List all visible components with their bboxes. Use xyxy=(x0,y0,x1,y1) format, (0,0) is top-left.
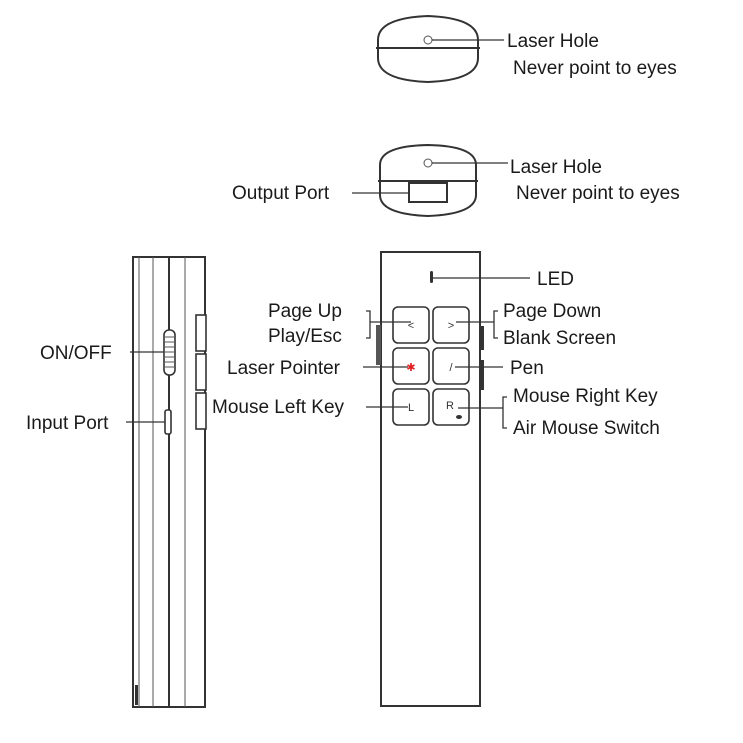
air-mouse-icon xyxy=(456,415,462,419)
bottom-laser-hole-label: Laser Hole xyxy=(510,157,602,178)
page-down-key[interactable] xyxy=(432,306,470,344)
pen-glyph: / xyxy=(449,362,453,374)
laser-glyph: ✱ xyxy=(406,362,415,374)
top-laser-hole-label: Laser Hole xyxy=(507,31,599,52)
page-up-label: Page Up xyxy=(268,301,342,322)
laser-pointer-label: Laser Pointer xyxy=(227,358,341,379)
bottom-end-view: Laser Hole Never point to eyes Output Po… xyxy=(232,143,680,218)
bottom-warning-label: Never point to eyes xyxy=(516,183,680,204)
input-port-icon xyxy=(164,409,172,435)
play-esc-label: Play/Esc xyxy=(268,326,342,347)
top-warning-label: Never point to eyes xyxy=(513,58,677,79)
led-icon xyxy=(430,271,433,283)
page-up-glyph: < xyxy=(408,320,414,332)
pen-key[interactable] xyxy=(432,347,470,385)
laser-key[interactable] xyxy=(392,347,430,385)
pen-label: Pen xyxy=(510,358,544,379)
page-down-label: Page Down xyxy=(503,301,601,322)
page-down-glyph: > xyxy=(448,320,454,332)
side-view: ON/OFF Input Port xyxy=(26,256,207,708)
page-up-key[interactable] xyxy=(392,306,430,344)
on-off-label: ON/OFF xyxy=(40,343,112,364)
air-mouse-label: Air Mouse Switch xyxy=(513,418,660,439)
top-end-view: Laser Hole Never point to eyes xyxy=(376,14,677,84)
led-label: LED xyxy=(537,269,574,290)
input-port-label: Input Port xyxy=(26,413,109,434)
mouse-left-glyph: L xyxy=(408,402,414,414)
output-port-label: Output Port xyxy=(232,183,330,204)
front-view: < > ✱ / L R LED Page Up Play/Esc Page Do… xyxy=(212,251,660,707)
mouse-right-glyph: R xyxy=(446,400,454,412)
mouse-right-label: Mouse Right Key xyxy=(513,386,658,407)
blank-screen-label: Blank Screen xyxy=(503,328,616,349)
mouse-left-label: Mouse Left Key xyxy=(212,397,345,418)
usb-port-icon xyxy=(408,182,448,203)
